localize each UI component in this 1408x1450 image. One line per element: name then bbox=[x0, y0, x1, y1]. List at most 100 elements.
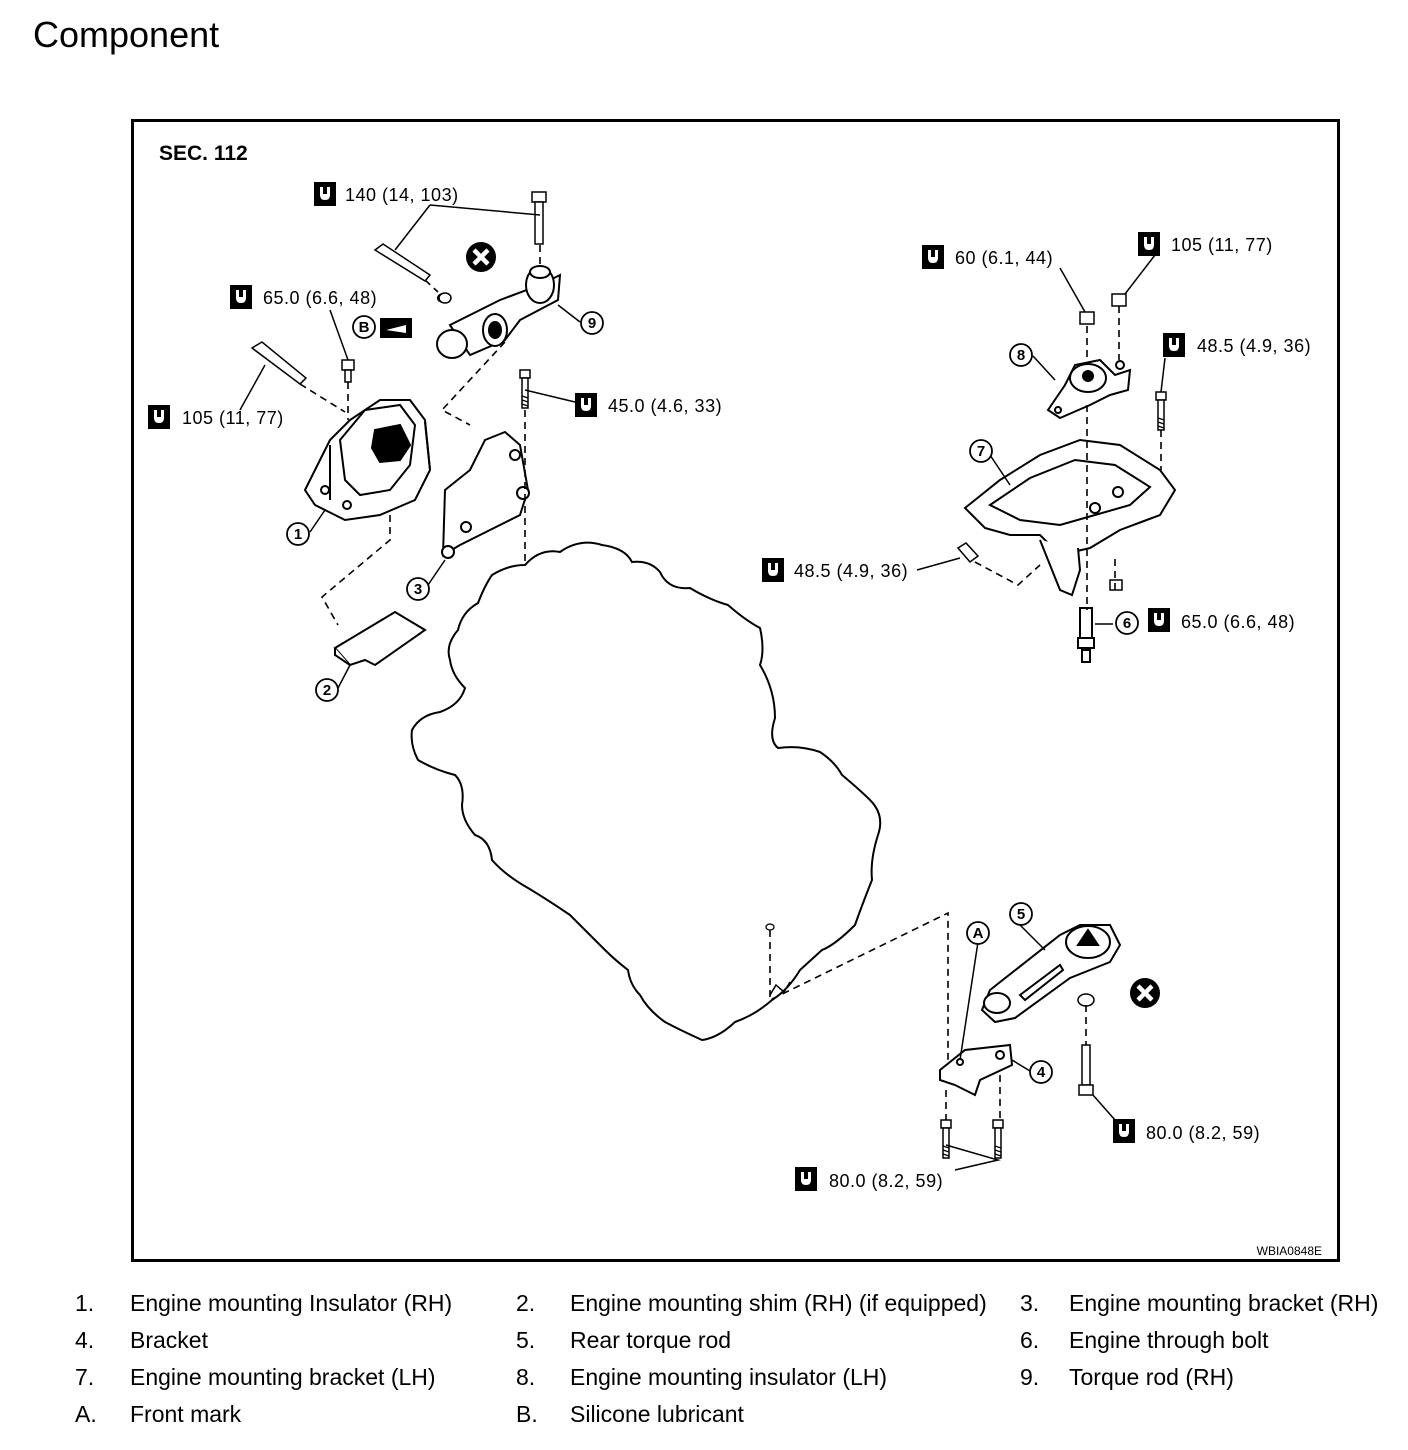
torque-label: 45.0 (4.6, 33) bbox=[608, 396, 722, 416]
torque-label: 105 (11, 77) bbox=[182, 408, 284, 428]
torque-label: 60 (6.1, 44) bbox=[955, 248, 1053, 268]
bolt-45 bbox=[519, 369, 531, 409]
legend-key: 5. bbox=[516, 1327, 536, 1353]
bracket-4 bbox=[939, 1043, 1014, 1097]
bolt-80-b bbox=[992, 1119, 1004, 1159]
rh-torque-rod bbox=[436, 265, 562, 359]
legend-label: Rear torque rod bbox=[570, 1327, 732, 1353]
callout-7-label: 7 bbox=[977, 443, 985, 460]
assembly-lines bbox=[299, 245, 1162, 1120]
torque-spec-80-bottom: 80.0 (8.2, 59) bbox=[795, 1167, 943, 1191]
bolt-80-right bbox=[1078, 1044, 1094, 1096]
nut-105-right bbox=[1111, 293, 1127, 307]
legend-label: Front mark bbox=[130, 1401, 242, 1427]
torque-spec-65-left: 65.0 (6.6, 48) bbox=[230, 285, 377, 309]
diagram-frame bbox=[131, 119, 1340, 1262]
bolt-48-5-left bbox=[956, 542, 980, 564]
torque-label: 140 (14, 103) bbox=[345, 185, 459, 205]
callout-7 bbox=[969, 439, 993, 463]
callout-8 bbox=[1009, 343, 1033, 367]
bolt-105-left bbox=[250, 341, 308, 385]
torque-spec-48-5-left: 48.5 (4.9, 36) bbox=[762, 558, 908, 582]
engine-through-bolt bbox=[1077, 607, 1095, 663]
legend-label: Silicone lubricant bbox=[570, 1401, 744, 1427]
legend-key: 3. bbox=[1020, 1290, 1040, 1316]
legend-label: Torque rod (RH) bbox=[1069, 1364, 1234, 1390]
callout-1-label: 1 bbox=[294, 526, 302, 543]
do-not-reuse-icon-2 bbox=[1130, 978, 1160, 1008]
torque-spec-105-left: 105 (11, 77) bbox=[148, 405, 284, 429]
callout-9-label: 9 bbox=[588, 315, 596, 332]
torque-spec-65-right: 65.0 (6.6, 48) bbox=[1148, 608, 1295, 632]
legend-key: 2. bbox=[516, 1290, 536, 1316]
legend-row: 1. Engine mounting Insulator (RH) 2. Engin… bbox=[0, 1290, 1408, 1327]
torque-label: 80.0 (8.2, 59) bbox=[1146, 1123, 1260, 1143]
lh-engine-mount-bracket bbox=[963, 438, 1177, 597]
leader-lines bbox=[239, 204, 1166, 1171]
legend-key: A. bbox=[75, 1401, 97, 1427]
torque-label: 48.5 (4.9, 36) bbox=[794, 561, 908, 581]
torque-spec-48-5-right: 48.5 (4.9, 36) bbox=[1163, 333, 1311, 357]
do-not-reuse-icon-1 bbox=[466, 242, 496, 272]
legend-label: Engine mounting bracket (LH) bbox=[130, 1364, 436, 1390]
callout-2 bbox=[315, 678, 339, 702]
legend-label: Engine through bolt bbox=[1069, 1327, 1269, 1353]
callout-B-label: B bbox=[359, 319, 370, 336]
bolt-48-5-right bbox=[1155, 391, 1167, 431]
rh-engine-mount-bracket bbox=[441, 430, 530, 559]
section-label: SEC. 112 bbox=[159, 142, 248, 165]
nut-65-right bbox=[1109, 579, 1123, 591]
nut-65-left bbox=[341, 359, 355, 383]
torque-spec-80-right: 80.0 (8.2, 59) bbox=[1113, 1119, 1260, 1143]
legend-key: 8. bbox=[516, 1364, 536, 1390]
bolt-diagonal-140 bbox=[373, 243, 432, 282]
torque-spec-45: 45.0 (4.6, 33) bbox=[575, 393, 722, 417]
rh-engine-mount-insulator bbox=[303, 399, 432, 522]
callout-6-label: 6 bbox=[1123, 615, 1131, 632]
legend-key: B. bbox=[516, 1401, 538, 1427]
legend-label: Engine mounting insulator (LH) bbox=[570, 1364, 888, 1390]
callout-2-label: 2 bbox=[323, 682, 331, 699]
callout-1 bbox=[286, 522, 310, 546]
bolt-80-a bbox=[940, 1119, 952, 1159]
bolt-140 bbox=[531, 191, 547, 245]
callout-A bbox=[966, 921, 990, 945]
torque-spec-105-right: 105 (11, 77) bbox=[1138, 232, 1273, 256]
parts-legend: 1. Engine mounting Insulator (RH) 2. Engin… bbox=[0, 1290, 1408, 1438]
torque-label: 65.0 (6.6, 48) bbox=[1181, 612, 1295, 632]
nut-60 bbox=[1079, 311, 1095, 325]
legend-label: Engine mounting Insulator (RH) bbox=[130, 1290, 453, 1316]
legend-key: 1. bbox=[75, 1290, 95, 1316]
rh-engine-mount-shim bbox=[333, 610, 427, 667]
legend-row: 4. Bracket 5. Rear torque rod 6. Engine thr… bbox=[0, 1327, 1408, 1364]
legend-row: A. Front mark B. Silicone lubricant bbox=[0, 1401, 1408, 1438]
legend-label: Bracket bbox=[130, 1327, 208, 1353]
legend-row: 7. Engine mounting bracket (LH) 8. Engine … bbox=[0, 1364, 1408, 1401]
callout-3 bbox=[406, 577, 430, 601]
callout-8-label: 8 bbox=[1017, 347, 1025, 364]
legend-key: 6. bbox=[1020, 1327, 1040, 1353]
engine-outline bbox=[410, 541, 882, 1042]
callout-4-label: 4 bbox=[1037, 1064, 1046, 1081]
rear-torque-rod bbox=[980, 924, 1122, 1024]
torque-spec-60: 60 (6.1, 44) bbox=[922, 245, 1053, 269]
callout-6 bbox=[1115, 611, 1139, 635]
callout-9 bbox=[580, 311, 604, 335]
legend-key: 4. bbox=[75, 1327, 95, 1353]
torque-label: 80.0 (8.2, 59) bbox=[829, 1171, 943, 1191]
torque-label: 48.5 (4.9, 36) bbox=[1197, 336, 1311, 356]
callout-3-label: 3 bbox=[414, 581, 422, 598]
callout-A-label: A bbox=[973, 925, 984, 942]
callout-5-label: 5 bbox=[1017, 906, 1025, 923]
figure-code: WBIA0848E bbox=[1257, 1244, 1322, 1258]
legend-label: Engine mounting bracket (RH) bbox=[1069, 1290, 1379, 1316]
silicone-lubricant-icon bbox=[380, 318, 412, 338]
callout-B bbox=[352, 315, 376, 339]
torque-spec-140: 140 (14, 103) bbox=[314, 182, 459, 206]
torque-label: 65.0 (6.6, 48) bbox=[263, 288, 377, 308]
torque-label: 105 (11, 77) bbox=[1171, 235, 1273, 255]
legend-label: Engine mounting shim (RH) (if equipped) bbox=[570, 1290, 987, 1316]
callout-5 bbox=[1009, 902, 1033, 926]
legend-key: 9. bbox=[1020, 1364, 1040, 1390]
legend-key: 7. bbox=[75, 1364, 95, 1390]
